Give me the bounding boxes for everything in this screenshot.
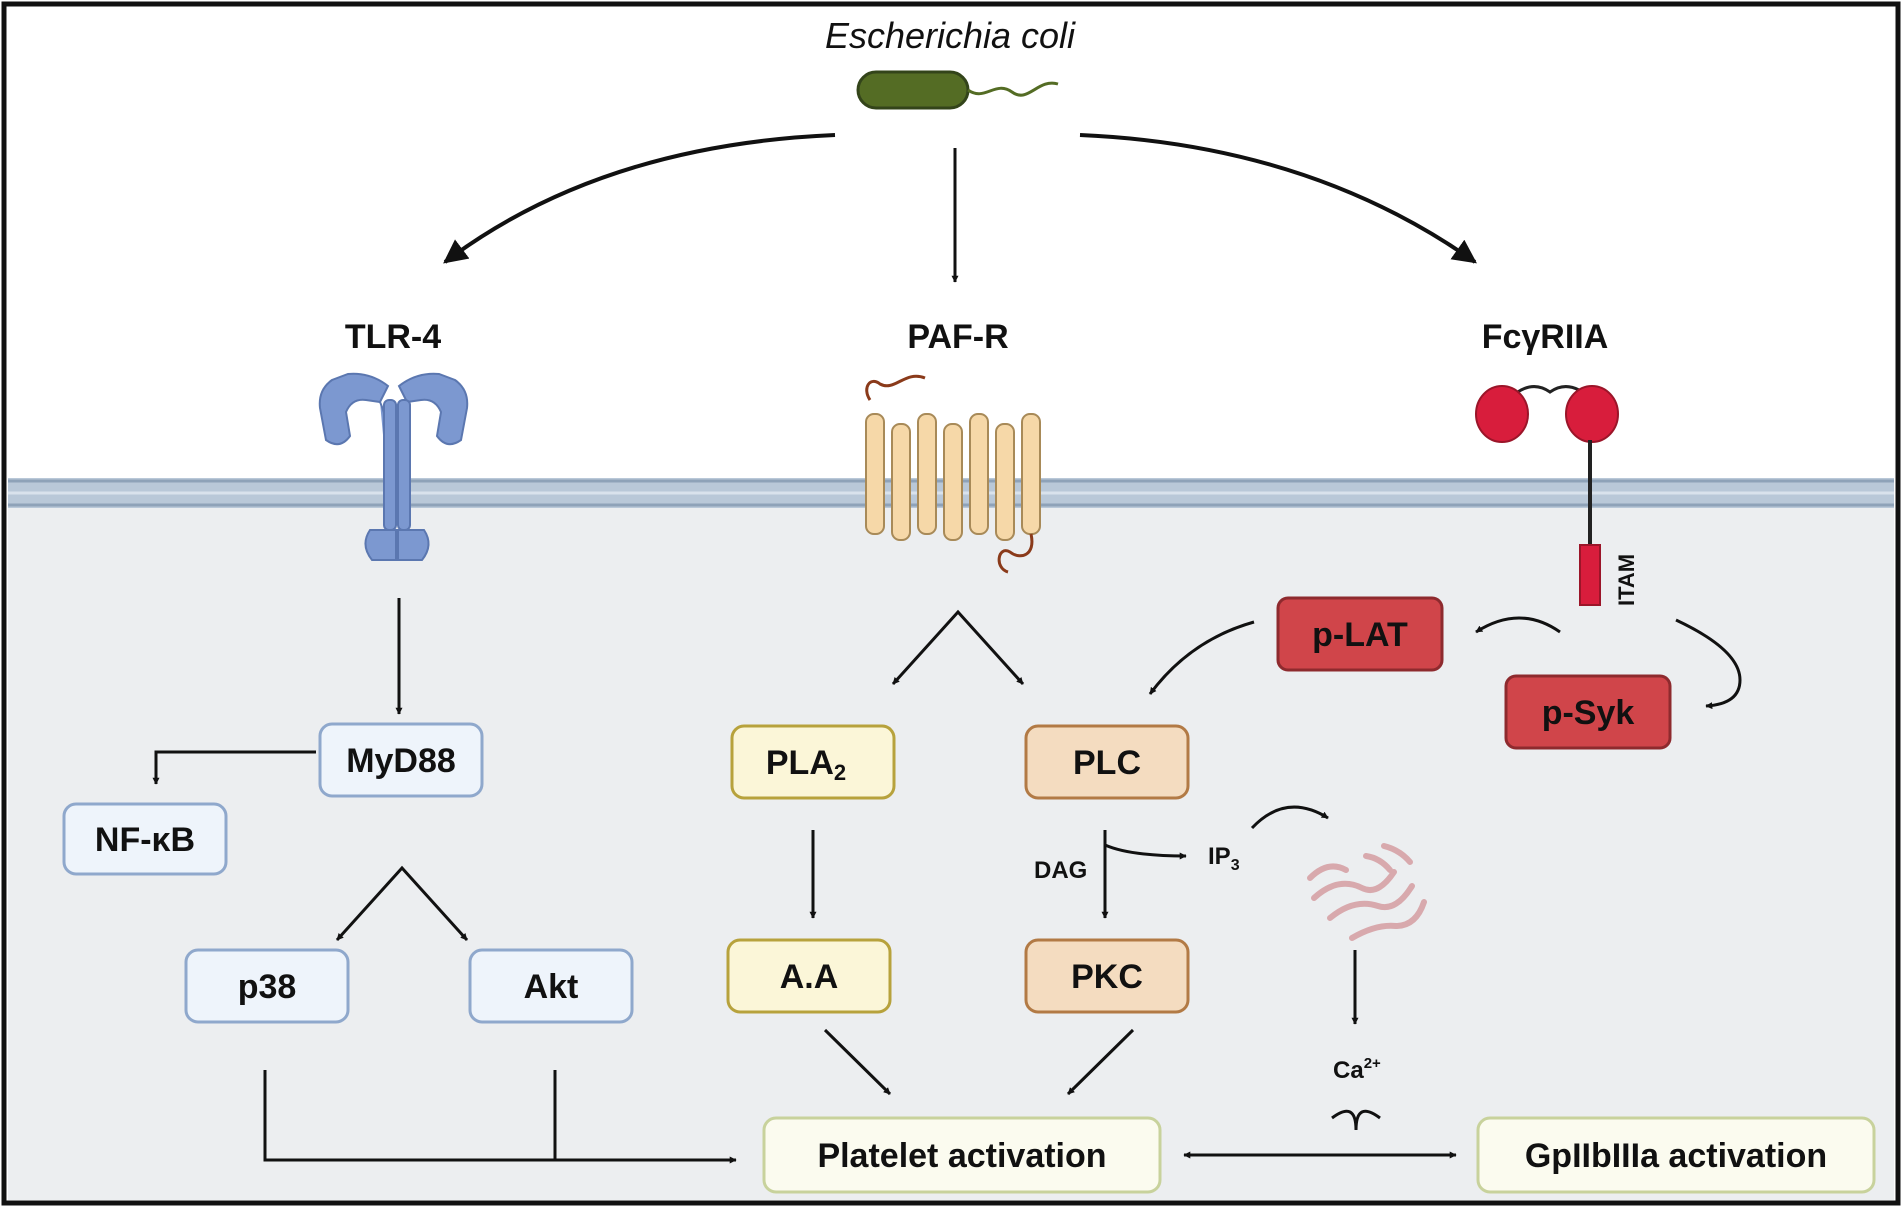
arrow-aa-platelet: [823, 1028, 892, 1096]
er-icon: [1307, 843, 1427, 941]
arrow-pafr-split: [891, 609, 1025, 686]
ca-brace: [1331, 1109, 1381, 1131]
gp-activation-label: GpIIbIIIa activation: [1525, 1137, 1827, 1175]
platelet-activation-label: Platelet activation: [817, 1137, 1106, 1175]
aa-label: A.A: [780, 958, 839, 996]
fcgr-label: FcγRIIA: [1482, 318, 1609, 356]
akt-node: [468, 948, 634, 1024]
tlr4-label: TLR-4: [345, 318, 441, 356]
plat-label: p-LAT: [1312, 616, 1408, 654]
platelet-activation-node: [762, 1116, 1162, 1194]
akt-label: Akt: [524, 968, 579, 1006]
arrow-myd88-nfkb: [152, 750, 316, 785]
arrow-fcgr-plat: [1475, 616, 1561, 634]
itam-label: ITAM: [1614, 554, 1639, 606]
psyk-label: p-Syk: [1542, 694, 1635, 732]
pkc-node: [1024, 938, 1190, 1014]
aa-node: [726, 938, 892, 1014]
cytoplasm: [8, 500, 1894, 1200]
pafr-label: PAF-R: [907, 318, 1008, 356]
arrow-myd88-split: [335, 865, 469, 942]
tlr4-receptor-icon: [318, 372, 469, 561]
arrow-plat-plc: [1148, 620, 1255, 695]
plat-node: [1276, 596, 1444, 672]
arrow-ecoli-fcgr: [1079, 133, 1477, 264]
pla2-label: PLA2: [766, 744, 846, 785]
nfkb-node: [62, 802, 228, 876]
psyk-node: [1504, 674, 1672, 750]
plc-node: [1024, 724, 1190, 800]
myd88-node: [318, 722, 484, 798]
plc-label: PLC: [1073, 744, 1141, 782]
p38-node: [184, 948, 350, 1024]
organism-label: Escherichia coli: [825, 15, 1076, 56]
ip3-label: IP3: [1208, 843, 1240, 874]
bacterium-icon: [856, 70, 1059, 110]
arrow-p38-platelet: [263, 1070, 737, 1164]
dag-label: DAG: [1034, 857, 1087, 884]
gp-activation-node: [1476, 1116, 1876, 1194]
arrow-pkc-platelet: [1066, 1028, 1135, 1096]
p38-label: p38: [238, 968, 297, 1006]
ca-label: Ca2+: [1333, 1055, 1381, 1084]
pla2-node: [730, 724, 896, 800]
pkc-label: PKC: [1071, 958, 1143, 996]
nfkb-label: NF-κB: [95, 821, 195, 859]
arrow-fcgr-psyk: [1675, 618, 1742, 710]
arrow-plc-ip3: [1104, 843, 1187, 860]
arrow-ip3-er: [1250, 805, 1329, 830]
fcgr-receptor-icon: [1475, 385, 1619, 606]
myd88-label: MyD88: [346, 742, 456, 780]
arrow-ecoli-tlr4: [443, 133, 836, 264]
pafr-receptor-icon: [865, 374, 1041, 574]
